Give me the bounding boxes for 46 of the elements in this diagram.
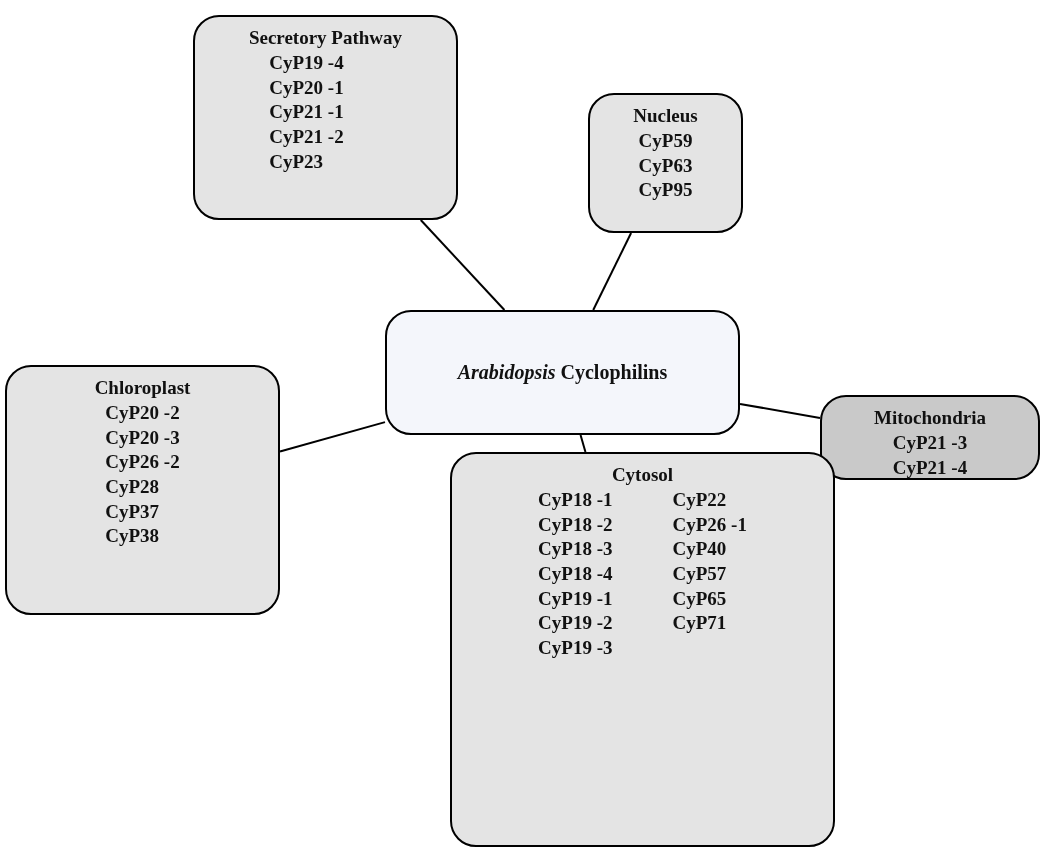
connector-line [739, 402, 821, 420]
protein-name: CyP59 [638, 129, 693, 153]
compartment-heading: Cytosol [610, 464, 675, 486]
connector-line [279, 421, 386, 453]
protein-name: CyP18 -4 [538, 562, 613, 587]
protein-name: CyP18 -3 [538, 537, 613, 562]
protein-name: CyP19 -3 [538, 636, 613, 661]
compartment-heading: Mitochondria [873, 407, 987, 429]
compartment-box [193, 15, 458, 220]
protein-name: CyP23 [269, 149, 325, 174]
protein-name: CyP19 -2 [538, 611, 613, 636]
compartment-heading: Secretory Pathway [247, 27, 404, 49]
protein-name: CyP19 -1 [538, 586, 613, 611]
connector-line [592, 232, 633, 311]
connector-line [579, 434, 587, 453]
protein-name: CyP26 -2 [105, 450, 180, 475]
protein-name: CyP38 [105, 524, 161, 549]
compartment-heading: Chloroplast [93, 377, 192, 399]
protein-name: CyP19 -4 [269, 51, 344, 75]
compartment-box [450, 452, 835, 847]
protein-name: CyP18 -1 [538, 488, 613, 512]
protein-name: CyP28 [105, 475, 161, 500]
protein-name: CyP71 [672, 611, 728, 636]
protein-name: CyP20 -1 [269, 75, 344, 100]
protein-name: CyP95 [638, 178, 693, 203]
compartment-box [820, 395, 1040, 480]
central-box [385, 310, 740, 435]
connector-line [419, 219, 506, 311]
protein-name: CyP21 -3 [892, 431, 968, 455]
protein-name: CyP37 [105, 499, 161, 524]
protein-name: CyP20 -3 [105, 425, 180, 450]
protein-name: CyP21 -4 [892, 455, 968, 480]
protein-name: CyP21 -2 [269, 125, 344, 150]
compartment-box [588, 93, 743, 233]
protein-name: CyP57 [672, 562, 728, 587]
protein-name: CyP63 [638, 153, 693, 178]
diagram-title-text: Arabidopsis Cyclophilins [457, 361, 668, 384]
protein-name: CyP65 [672, 586, 728, 611]
compartment-box [5, 365, 280, 615]
protein-name: CyP21 -1 [269, 100, 344, 125]
protein-name: CyP26 -1 [672, 512, 747, 537]
protein-name: CyP40 [672, 537, 728, 562]
protein-name: CyP18 -2 [538, 512, 613, 537]
compartment-heading: Nucleus [632, 105, 699, 127]
protein-name: CyP20 -2 [105, 401, 180, 425]
protein-name: CyP22 [672, 488, 728, 512]
